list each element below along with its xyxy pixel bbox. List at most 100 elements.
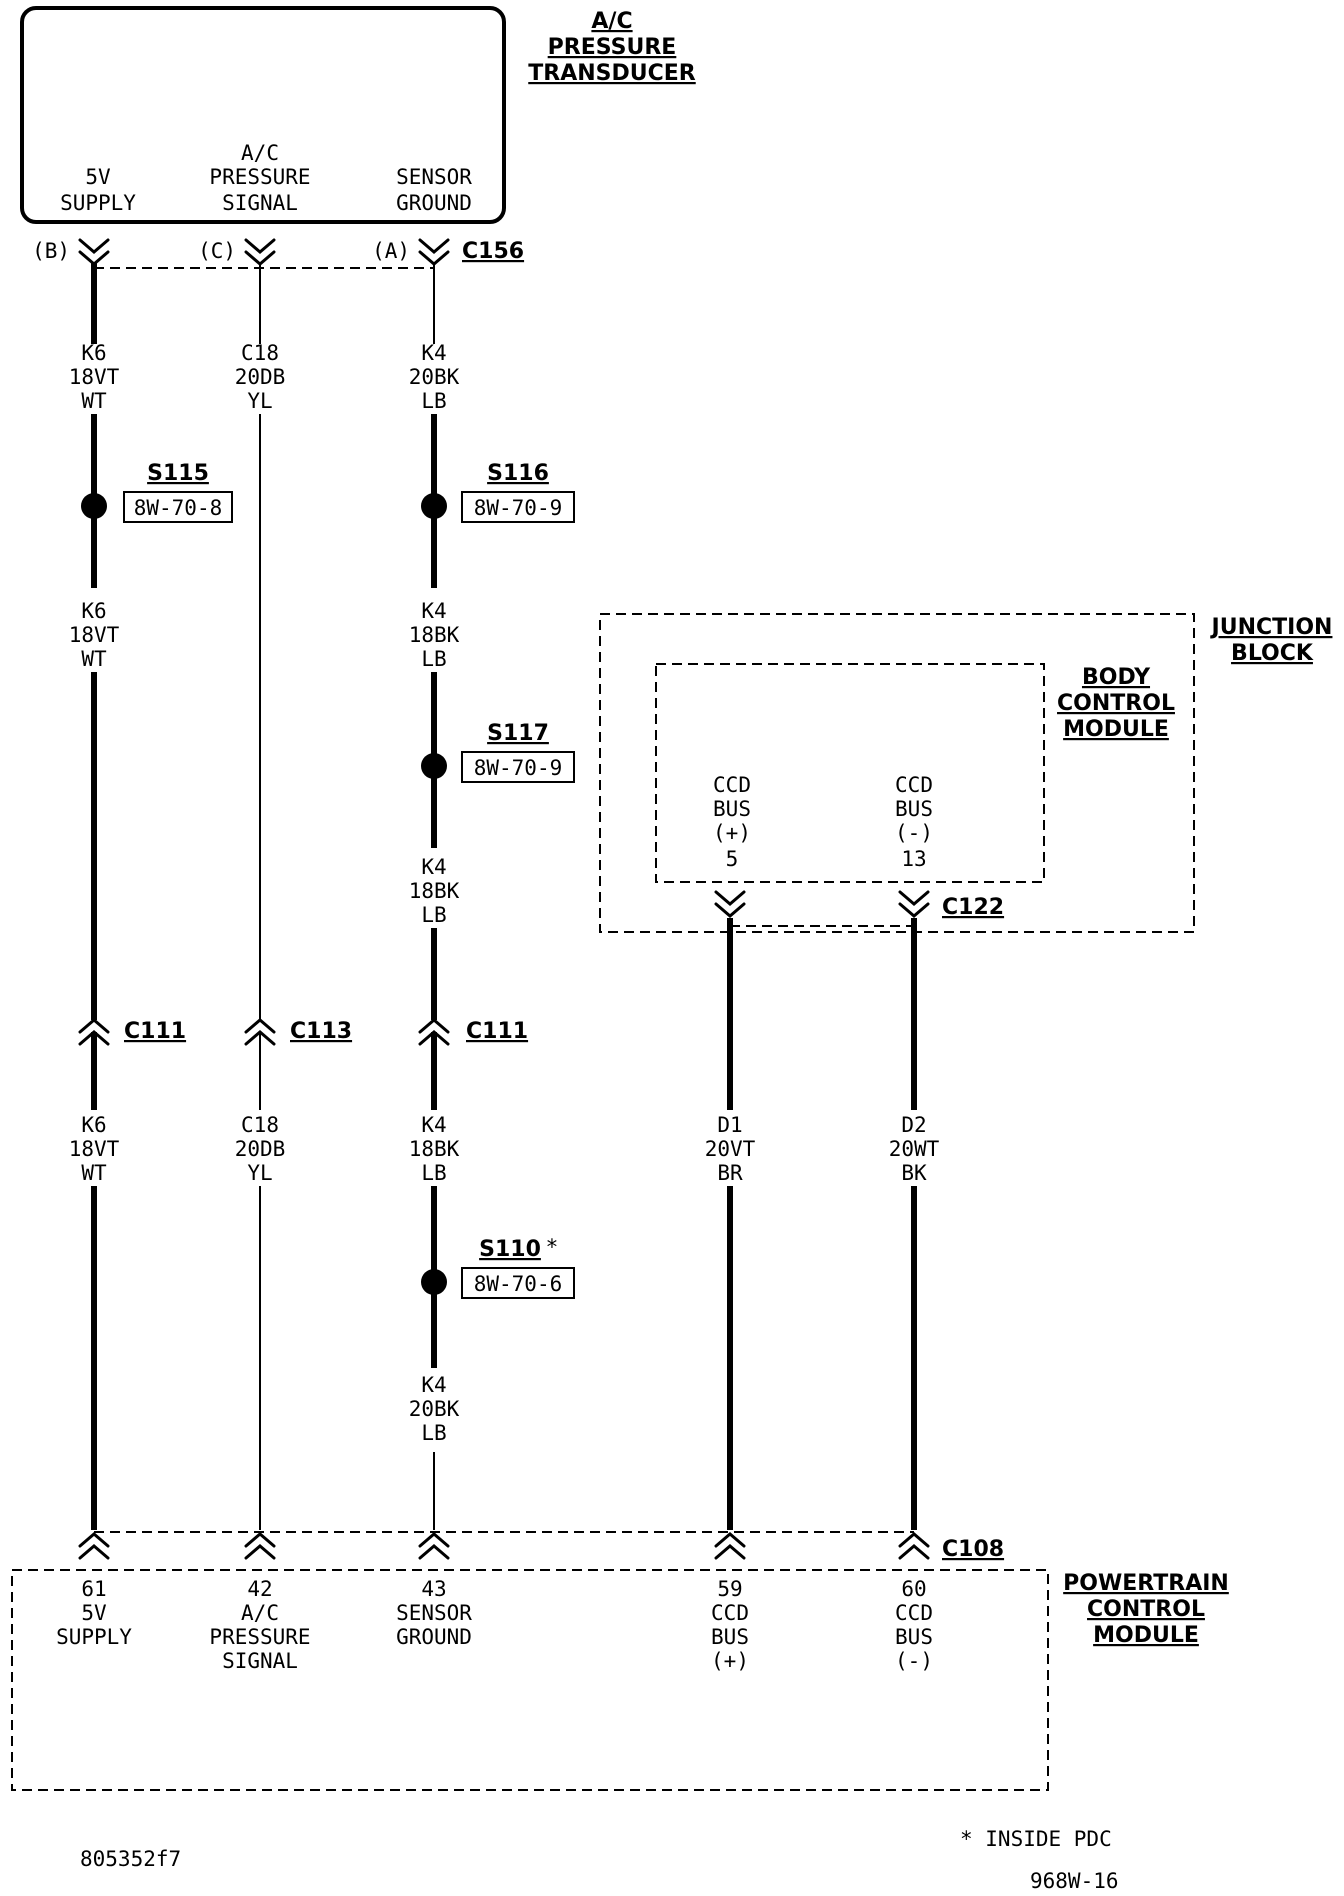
wire-label-c18-bot: C18 20DB YL xyxy=(235,1113,286,1185)
svg-text:60: 60 xyxy=(901,1577,926,1601)
svg-text:CCD: CCD xyxy=(895,773,933,797)
svg-text:(-): (-) xyxy=(895,821,933,845)
svg-text:13: 13 xyxy=(901,847,926,871)
svg-text:CONTROL: CONTROL xyxy=(1057,691,1175,716)
transducer-pin-ground-label-1: SENSOR xyxy=(396,165,472,189)
svg-text:K4: K4 xyxy=(421,1373,446,1397)
svg-text:BUS: BUS xyxy=(713,797,751,821)
connector-c156-pin-a xyxy=(418,238,450,266)
svg-text:YL: YL xyxy=(247,1161,272,1185)
svg-text:SIGNAL: SIGNAL xyxy=(222,1649,298,1673)
svg-text:(+): (+) xyxy=(713,821,751,845)
page-reference: 968W-16 xyxy=(1030,1869,1119,1893)
svg-text:CCD: CCD xyxy=(713,773,751,797)
svg-text:LB: LB xyxy=(421,389,446,413)
wire-label-k6-mid: K6 18VT WT xyxy=(69,599,120,671)
pcm-pin-59: 59 CCD BUS (+) xyxy=(711,1577,749,1673)
wire-label-k6-top: K6 18VT WT xyxy=(69,341,120,413)
transducer-pin-5v-label-2: SUPPLY xyxy=(60,191,136,215)
svg-text:SENSOR: SENSOR xyxy=(396,1601,472,1625)
svg-text:42: 42 xyxy=(247,1577,272,1601)
svg-text:20BK: 20BK xyxy=(409,1397,460,1421)
bcm-outline xyxy=(655,663,1045,883)
svg-text:C111: C111 xyxy=(124,1019,186,1044)
svg-text:D2: D2 xyxy=(901,1113,926,1137)
svg-text:20BK: 20BK xyxy=(409,365,460,389)
svg-text:C111: C111 xyxy=(466,1019,528,1044)
svg-text:K6: K6 xyxy=(81,341,106,365)
footnote-inside-pdc: * INSIDE PDC xyxy=(960,1827,1112,1851)
svg-text:20VT: 20VT xyxy=(705,1137,756,1161)
svg-text:43: 43 xyxy=(421,1577,446,1601)
wire-label-k4-bot1: K4 18BK LB xyxy=(409,1113,460,1185)
connector-c108-chevrons xyxy=(78,1532,930,1560)
svg-text:S116: S116 xyxy=(487,461,549,486)
svg-text:BODY: BODY xyxy=(1082,665,1151,690)
svg-text:(-): (-) xyxy=(895,1649,933,1673)
bcm-title: BODY CONTROL MODULE xyxy=(1057,665,1175,742)
splice-s115: S115 8W-70-8 xyxy=(81,461,233,523)
svg-text:8W-70-8: 8W-70-8 xyxy=(134,496,223,520)
svg-text:POWERTRAIN: POWERTRAIN xyxy=(1063,1571,1229,1596)
svg-text:MODULE: MODULE xyxy=(1093,1623,1199,1648)
svg-text:C18: C18 xyxy=(241,1113,279,1137)
pcm-pin-61: 61 5V SUPPLY xyxy=(56,1577,132,1649)
svg-text:BK: BK xyxy=(901,1161,927,1185)
svg-text:8W-70-9: 8W-70-9 xyxy=(474,756,563,780)
bcm-pin-ccd-minus: CCD BUS (-) 13 xyxy=(895,773,933,871)
pcm-pin-42: 42 A/C PRESSURE SIGNAL xyxy=(209,1577,310,1673)
splice-dot xyxy=(81,493,107,519)
svg-text:GROUND: GROUND xyxy=(396,1625,472,1649)
transducer-box xyxy=(20,6,506,224)
connector-c111-k6: C111 xyxy=(78,1018,186,1046)
svg-text:D1: D1 xyxy=(717,1113,742,1137)
figure-code: 805352f7 xyxy=(80,1847,181,1871)
transducer-title: A/C PRESSURE TRANSDUCER xyxy=(528,9,696,86)
svg-text:18VT: 18VT xyxy=(69,365,120,389)
svg-text:K4: K4 xyxy=(421,855,446,879)
svg-text:20DB: 20DB xyxy=(235,365,286,389)
transducer-pin-signal-label-3: SIGNAL xyxy=(222,191,298,215)
junction-block-outline xyxy=(599,613,1195,933)
cavity-b: (B) xyxy=(32,239,70,263)
transducer-pin-signal-label-1: A/C xyxy=(241,141,279,165)
svg-text:BUS: BUS xyxy=(895,797,933,821)
transducer-title-line-1: A/C xyxy=(591,9,632,34)
connector-c156-pin-c xyxy=(244,238,276,266)
svg-text:18BK: 18BK xyxy=(409,623,460,647)
transducer-pin-signal-label-2: PRESSURE xyxy=(209,165,310,189)
splice-dot xyxy=(421,493,447,519)
svg-text:K4: K4 xyxy=(421,599,446,623)
connector-c122-label: C122 xyxy=(942,895,1004,920)
svg-text:20WT: 20WT xyxy=(889,1137,940,1161)
svg-text:S115: S115 xyxy=(147,461,209,486)
svg-text:BUS: BUS xyxy=(895,1625,933,1649)
svg-text:S117: S117 xyxy=(487,721,549,746)
splice-dot xyxy=(421,1269,447,1295)
connector-c122-pin-5 xyxy=(714,890,746,918)
wire-label-d2: D2 20WT BK xyxy=(889,1113,940,1185)
svg-text:WT: WT xyxy=(81,389,107,413)
svg-text:C113: C113 xyxy=(290,1019,352,1044)
svg-text:18BK: 18BK xyxy=(409,1137,460,1161)
svg-text:CCD: CCD xyxy=(895,1601,933,1625)
svg-text:61: 61 xyxy=(81,1577,106,1601)
svg-text:8W-70-6: 8W-70-6 xyxy=(474,1272,563,1296)
splice-dot xyxy=(421,753,447,779)
svg-text:PRESSURE: PRESSURE xyxy=(209,1625,310,1649)
svg-text:K4: K4 xyxy=(421,341,446,365)
svg-text:MODULE: MODULE xyxy=(1063,717,1169,742)
cavity-c: (C) xyxy=(198,239,236,263)
wire-label-c18-top: C18 20DB YL xyxy=(235,341,286,413)
svg-text:WT: WT xyxy=(81,647,107,671)
wire-label-k4-mid2: K4 18BK LB xyxy=(409,855,460,927)
svg-text:SUPPLY: SUPPLY xyxy=(56,1625,132,1649)
junction-block-title: JUNCTION BLOCK xyxy=(1210,615,1333,666)
pcm-title: POWERTRAIN CONTROL MODULE xyxy=(1063,1571,1229,1648)
connector-c108-label: C108 xyxy=(942,1537,1004,1562)
svg-text:18BK: 18BK xyxy=(409,879,460,903)
svg-text:BUS: BUS xyxy=(711,1625,749,1649)
pcm-pin-43: 43 SENSOR GROUND xyxy=(396,1577,472,1649)
svg-text:BR: BR xyxy=(717,1161,743,1185)
